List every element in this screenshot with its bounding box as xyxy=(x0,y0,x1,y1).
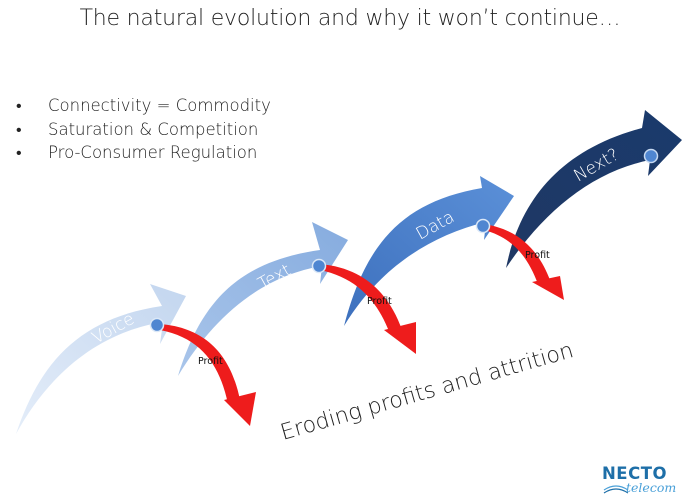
stage-arrow-text xyxy=(178,222,348,376)
profit-label: Profit xyxy=(525,250,550,261)
stage-label-voice: Voice xyxy=(89,309,138,348)
bullet-item: Connectivity = Commodity xyxy=(14,94,271,118)
slide-title: The natural evolution and why it won’t c… xyxy=(79,6,621,31)
logo-sub: telecom xyxy=(626,480,677,495)
bullet-item: Pro-Consumer Regulation xyxy=(14,141,271,165)
profit-arrow-text xyxy=(320,264,416,354)
stage-arrow-next xyxy=(506,110,682,268)
stage-arrow-voice xyxy=(16,284,186,434)
bullet-item: Saturation & Competition xyxy=(14,118,271,142)
logo-wave-icon xyxy=(603,485,629,494)
profit-label: Profit xyxy=(367,296,392,307)
stage-arrow-data xyxy=(344,176,514,326)
node-dot-data xyxy=(475,218,491,234)
profit-arrow-data xyxy=(484,224,564,300)
node-dot-text xyxy=(311,258,327,274)
node-dot-voice xyxy=(149,317,165,333)
profit-label: Profit xyxy=(198,356,223,367)
necto-logo: NECTO telecom xyxy=(602,464,692,496)
profit-arrow-voice xyxy=(160,324,256,426)
logo-name: NECTO xyxy=(602,464,667,483)
erosion-caption: Eroding profits and attrition xyxy=(278,338,577,446)
node-dot-next xyxy=(643,148,659,164)
bullet-list: Connectivity = Commodity Saturation & Co… xyxy=(14,94,271,165)
